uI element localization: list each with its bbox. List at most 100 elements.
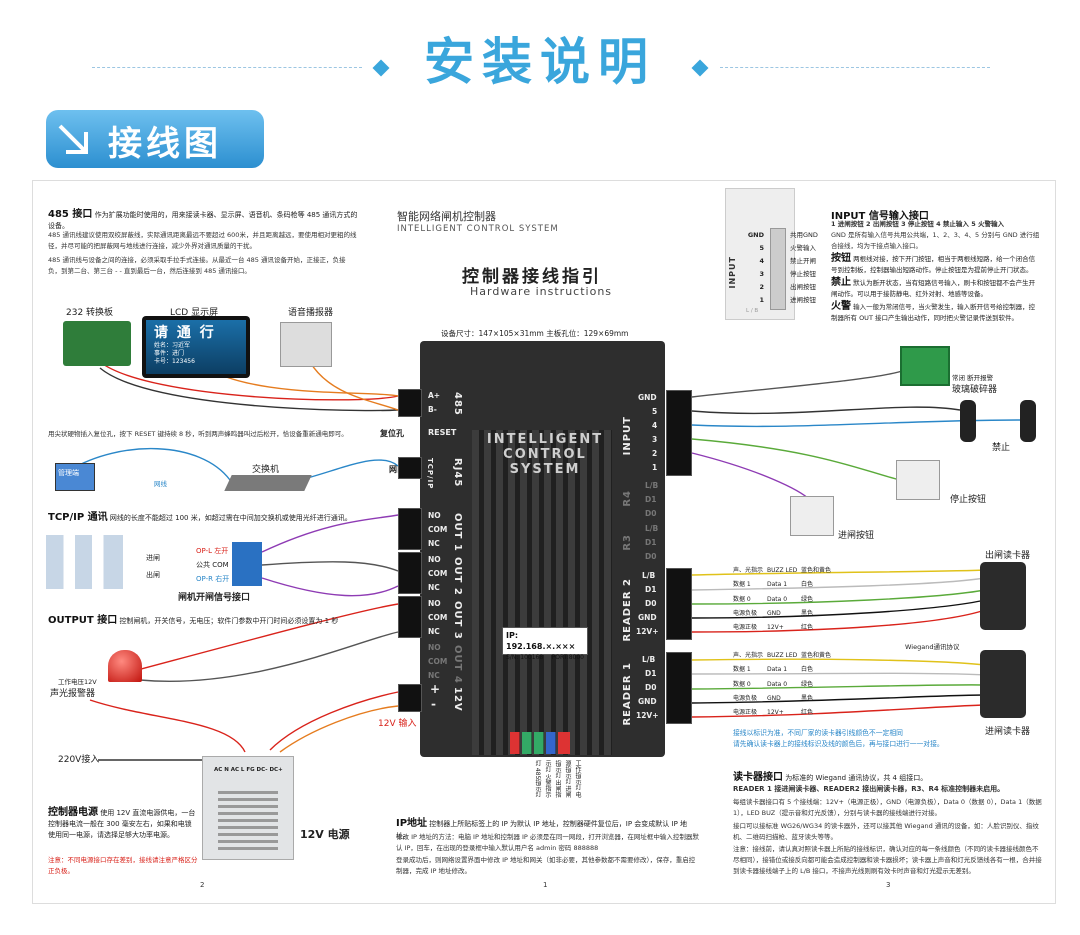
reset-label: 复位孔	[380, 429, 404, 438]
in-5: 5	[652, 407, 658, 416]
wire-cell: 绿色	[801, 680, 814, 688]
reader-line1: READER 1 接进闸读卡器、READER2 接出闸读卡器，R3、R4 标准控…	[733, 785, 1005, 793]
page-title: 安装说明	[424, 33, 656, 91]
ir-sensor-left	[960, 400, 976, 442]
reader-sub: 为标准的 Wiegand 通讯协议，共 4 组接口。	[785, 774, 928, 782]
p485-title: 485 接口	[48, 209, 93, 220]
in-1: 1	[652, 463, 658, 472]
reset-port[interactable]: RESET	[428, 428, 457, 437]
r2-d1: D1	[645, 585, 657, 594]
terminal-12v[interactable]	[398, 684, 422, 712]
terminal-input[interactable]	[666, 390, 692, 476]
out4-label: OUT 4	[452, 645, 463, 684]
fire-title: 火警	[831, 301, 851, 312]
gate-signal-label: 闸机开闸信号接口	[178, 593, 251, 603]
tcpip-label: TCP/IP	[426, 458, 434, 490]
terminal-rj45[interactable]	[398, 457, 422, 479]
gate-terminal	[232, 542, 262, 586]
enter-button-device	[790, 496, 834, 536]
wire-cell: BUZZ LED	[767, 567, 798, 574]
lcd-line2: 姓名：习近军	[154, 342, 191, 349]
legend-item: 进闸按钮	[790, 296, 816, 304]
reader1-label: READER 1	[622, 662, 633, 726]
wire-cell: 蓝色和黄色	[801, 652, 832, 659]
reset-desc: 用尖状硬物插入复位孔，按下 RESET 键持续 8 秒，听到两声蜂鸣器叫过后松开…	[48, 430, 348, 438]
glass-label: 玻璃破碎器	[952, 385, 998, 395]
p485-desc: 作为扩展功能时使用的，用来接读卡器、显示屏、语音机、条码枪等 485 通讯方式的…	[48, 211, 358, 230]
r1-d0: D0	[645, 683, 657, 692]
wire-cell: 蓝色和黄色	[801, 567, 832, 574]
in-gnd: GND	[638, 393, 657, 402]
psu-terms: AC N AC L FG DC- DC+	[214, 767, 283, 773]
rj45-label: RJ45	[452, 458, 463, 488]
pin-minus: -	[431, 697, 436, 711]
psu-vent	[218, 790, 278, 850]
pc-icon	[55, 463, 95, 491]
color-note: 接线以标识为准，不同厂家的读卡器引线颜色不一定相同 请先确认读卡器上的接线标识及…	[733, 729, 944, 748]
wire-cell: 电源负极	[733, 609, 758, 617]
controller-heatsink	[472, 430, 612, 755]
alarm-voltage: 工作电压12V	[58, 678, 97, 686]
wire-cell: 声、光指示	[733, 652, 764, 659]
guide-title: 控制器接线指引	[462, 267, 602, 287]
legend-item: 停止按钮	[790, 270, 816, 278]
r3-d0: D0	[645, 552, 657, 561]
wire-cell: Data 1	[767, 666, 788, 674]
wire-cell: 黑色	[801, 609, 814, 617]
legend-nums: GND 5 4 3 2 1	[742, 229, 764, 307]
gate-in: 进闸	[146, 554, 160, 562]
input-line2: GND 是所有输入信号共用公共端，1、2、3、4、5 分别与 GND 进行组合接…	[831, 231, 1040, 250]
terminal-out1[interactable]	[398, 508, 422, 550]
sn-text: S/N: 100168	[506, 654, 544, 661]
in-reader-label: 进闸读卡器	[985, 727, 1031, 737]
lcd-line3: 事件：进门	[154, 350, 185, 357]
wire-cell: GND	[767, 609, 781, 617]
led-strip	[510, 732, 570, 754]
out3-label: OUT 3	[452, 601, 463, 640]
section-tab: 接线图	[46, 110, 264, 168]
input-legend: 共用GND 火警输入 禁止开闸 停止按钮 出闸按钮 进闸按钮	[790, 229, 818, 307]
legend-num: 3	[759, 270, 764, 278]
out-reader-label: 出闸读卡器	[985, 551, 1031, 561]
terminal-reader2[interactable]	[666, 568, 692, 640]
psu-desc: 使用 12V 直流电源供电，一台控制器电流一般在 300 毫安左右，如果和电锁使…	[48, 809, 196, 839]
glass-sub: 常闭 断开报警	[952, 374, 994, 382]
ctrl-title-en: INTELLIGENT CONTROL SYSTEM	[397, 224, 559, 234]
out1-label: OUT 1	[452, 513, 463, 552]
legend-item: 禁止开闸	[790, 257, 816, 265]
v12-label: 12V	[452, 687, 463, 712]
pin-plus: +	[430, 682, 441, 696]
ctrl-size: 设备尺寸：147×105×31mm 主板孔位：129×69mm	[441, 329, 629, 338]
terminal-out3[interactable]	[398, 596, 422, 638]
wire-cell: 白色	[801, 666, 814, 674]
wire-cell: 数据 1	[733, 581, 751, 589]
pc-label: 管理端	[58, 469, 79, 477]
out2-nc: NC	[428, 583, 440, 592]
ip-method: 修改 IP 地址的方法：电脑 IP 地址和控制器 IP 必须是在同一网段，打开浏…	[396, 833, 699, 852]
input-label: INPUT	[622, 416, 633, 456]
terminal-485[interactable]	[398, 389, 422, 417]
op-r: OP-R 右开	[196, 575, 230, 583]
wire-cell: 绿色	[801, 595, 814, 603]
controller-panel-text: INTELLIGENT CONTROL SYSTEM	[486, 432, 604, 477]
alarm-light-icon	[108, 650, 142, 682]
fire-desc: 输入一般为常闭信号，当火警发生，输入断开信号给控制器，控制器所有 OUT 接口产…	[831, 303, 1036, 322]
out4-nc: NC	[428, 671, 440, 680]
reader-line3: 接口可以接标准 WG26/WG34 的读卡器外，还可以接其他 Wiegand 通…	[733, 822, 1039, 841]
out2-no: NO	[428, 555, 441, 564]
ip-desc: 控制器上所贴标签上的 IP 为默认 IP 地址，控制器硬件复位后，IP 会变成默…	[396, 820, 688, 840]
wire-cell: 黑色	[801, 694, 814, 702]
guide-subtitle: Hardware instructions	[470, 285, 613, 298]
wire-cell: 红色	[801, 624, 814, 632]
terminal-out2[interactable]	[398, 552, 422, 594]
in-reader-device	[980, 650, 1026, 718]
out1-nc: NC	[428, 539, 440, 548]
r1-lb: L/B	[642, 655, 656, 664]
port-485-label: 485	[452, 392, 463, 416]
pin-a: A+	[428, 391, 441, 400]
wire-cell: 数据 1	[733, 666, 751, 674]
terminal-reader1[interactable]	[666, 652, 692, 724]
tcp-title: TCP/IP 通讯	[48, 512, 108, 523]
